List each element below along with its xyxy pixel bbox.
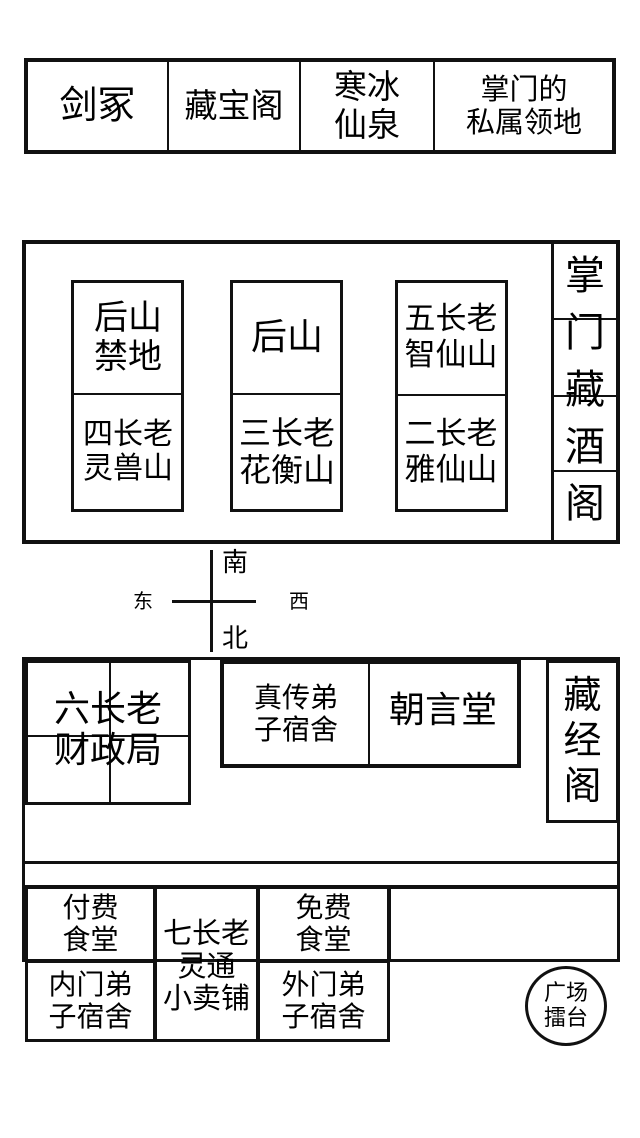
second-elder-mountain[interactable]: 二长老 雅仙山 <box>404 415 498 488</box>
divider <box>299 60 301 152</box>
wine-pavilion[interactable]: 掌 门 藏 酒 阁 <box>554 248 616 533</box>
divider <box>27 735 189 737</box>
third-elder-mountain[interactable]: 三长老 花衡山 <box>238 414 335 489</box>
divider <box>109 662 111 803</box>
mountain-area <box>22 240 620 544</box>
free-canteen[interactable]: 免费 食堂 <box>295 890 352 956</box>
divider <box>433 60 435 152</box>
plaza-arena[interactable]: 广场 擂台 <box>525 966 607 1046</box>
outer-dorm-box <box>257 960 390 1042</box>
divider <box>551 242 554 542</box>
divider <box>553 318 618 320</box>
compass-north: 北 <box>221 624 248 655</box>
sword-tomb[interactable]: 剑冢 <box>59 83 136 128</box>
char: 掌 <box>565 253 605 299</box>
divider <box>231 393 342 395</box>
card-3 <box>395 280 508 512</box>
road <box>22 861 620 888</box>
fifth-elder-mountain[interactable]: 五长老 智仙山 <box>404 301 498 373</box>
divider <box>72 393 183 395</box>
divider <box>396 394 507 396</box>
paid-canteen[interactable]: 付费 食堂 <box>62 890 119 956</box>
scripture-pavilion[interactable]: 藏 经 阁 <box>563 672 602 808</box>
top-row <box>24 58 616 154</box>
compass-west: 西 <box>289 588 309 613</box>
compass-south: 南 <box>221 548 248 579</box>
card-1 <box>71 280 184 512</box>
char: 藏 <box>565 367 605 413</box>
divider <box>167 60 169 152</box>
finance-bureau-box <box>25 660 191 805</box>
compass-east: 东 <box>133 588 153 613</box>
compass-horizontal <box>172 600 256 603</box>
forbidden-back-mountain[interactable]: 后山 禁地 <box>94 297 162 377</box>
divider <box>553 470 618 472</box>
true-disciple-dorm[interactable]: 真传弟 子宿舍 <box>253 680 338 746</box>
ice-spring[interactable]: 寒冰 仙泉 <box>334 67 400 144</box>
sixth-elder-finance-bureau[interactable]: 六长老 财政局 <box>53 688 162 771</box>
back-mountain[interactable]: 后山 <box>250 317 323 359</box>
inner-disciple-dorm[interactable]: 内门弟 子宿舍 <box>48 967 133 1033</box>
char: 阁 <box>565 481 605 527</box>
fourth-elder-beast-mountain[interactable]: 四长老 灵兽山 <box>83 416 173 486</box>
chaoyan-hall[interactable]: 朝言堂 <box>388 690 497 732</box>
inner-dorm-box <box>25 960 156 1042</box>
hall-box <box>220 660 521 768</box>
canteen-row-right <box>388 886 620 962</box>
scripture-pavilion-box <box>546 660 619 823</box>
divider <box>553 395 618 397</box>
card-2 <box>230 280 343 512</box>
divider <box>368 662 370 766</box>
sect-leader-territory[interactable]: 掌门的 私属领地 <box>465 71 582 139</box>
treasure-pavilion[interactable]: 藏宝阁 <box>184 86 284 126</box>
outer-disciple-dorm[interactable]: 外门弟 子宿舍 <box>281 967 366 1033</box>
seventh-elder-shop[interactable]: 七长老 灵通 小卖铺 <box>162 916 250 1016</box>
char: 酒 <box>565 424 605 470</box>
char: 门 <box>565 310 605 356</box>
